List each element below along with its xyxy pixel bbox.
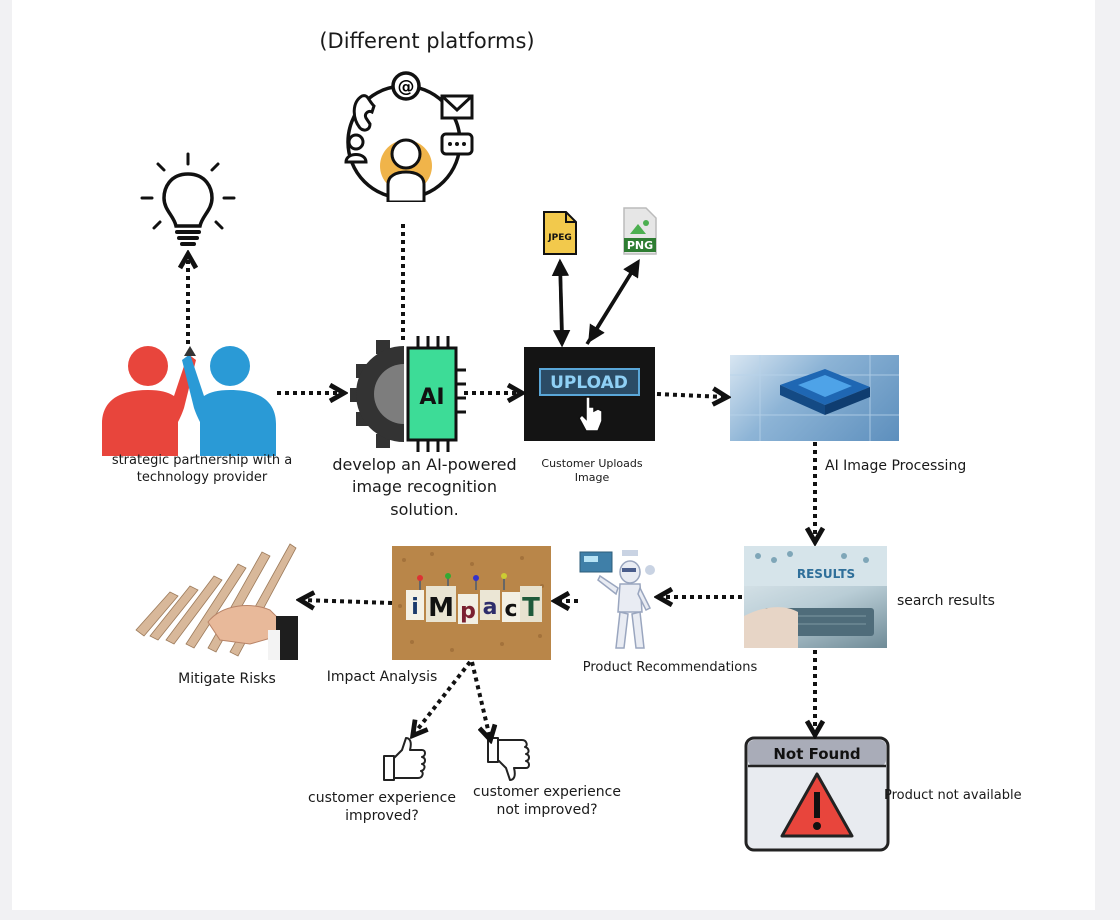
impact-letter-3: p bbox=[460, 599, 476, 624]
robot-icon bbox=[579, 550, 655, 649]
experience-not-improved-label: customer experience not improved? bbox=[473, 784, 621, 819]
platforms-title: (Different platforms) bbox=[319, 29, 535, 53]
develop-solution-label: develop an AI-powered image recognition … bbox=[332, 455, 517, 519]
ai-chip-label: AI bbox=[419, 385, 444, 410]
mitigate-risks-image bbox=[130, 540, 298, 660]
ai-processing-label: AI Image Processing bbox=[825, 458, 967, 474]
customer-uploads-label: Customer Uploads Image bbox=[541, 457, 643, 485]
impact-image: i M p a c T bbox=[392, 546, 551, 660]
chip-processing-image bbox=[730, 355, 899, 441]
png-label: PNG bbox=[627, 239, 653, 252]
svg-text:@: @ bbox=[398, 77, 415, 97]
not-found-image: Not Found bbox=[744, 736, 890, 852]
png-file-icon: PNG bbox=[623, 207, 657, 255]
search-results-label: search results bbox=[897, 593, 995, 609]
warning-triangle-icon bbox=[780, 772, 854, 838]
social-platforms-icon: @ bbox=[344, 71, 474, 202]
jpeg-label: JPEG bbox=[547, 233, 571, 243]
thumbs-up-icon bbox=[383, 737, 426, 781]
diagram-canvas: (Different platforms) @ bbox=[12, 0, 1095, 910]
impact-analysis-label: Impact Analysis bbox=[326, 669, 438, 685]
impact-letter-2: M bbox=[428, 593, 454, 623]
impact-letter-5: c bbox=[504, 597, 517, 622]
strategic-partnership-label: strategic partnership with a technology … bbox=[111, 453, 293, 485]
search-results-image: RESULTS bbox=[744, 546, 887, 648]
impact-letter-6: T bbox=[522, 593, 540, 623]
experience-improved-label: customer experience improved? bbox=[308, 790, 456, 825]
product-not-available-label: Product not available bbox=[884, 788, 1022, 803]
impact-letter-4: a bbox=[483, 595, 498, 620]
high-five-partners-icon bbox=[102, 346, 276, 456]
results-text: RESULTS bbox=[797, 567, 855, 581]
upload-button-text: UPLOAD bbox=[550, 373, 628, 393]
product-recommendations-label: Product Recommendations bbox=[582, 660, 758, 675]
connectors bbox=[12, 222, 1095, 910]
not-found-label: Not Found bbox=[773, 745, 860, 763]
ai-gear-chip-icon: AI bbox=[350, 336, 466, 452]
upload-image: UPLOAD bbox=[524, 347, 655, 441]
mitigate-risks-label: Mitigate Risks bbox=[178, 671, 276, 687]
jpeg-file-icon: JPEG bbox=[543, 211, 577, 255]
lightbulb-icon bbox=[140, 152, 236, 246]
impact-letter-1: i bbox=[411, 595, 419, 620]
